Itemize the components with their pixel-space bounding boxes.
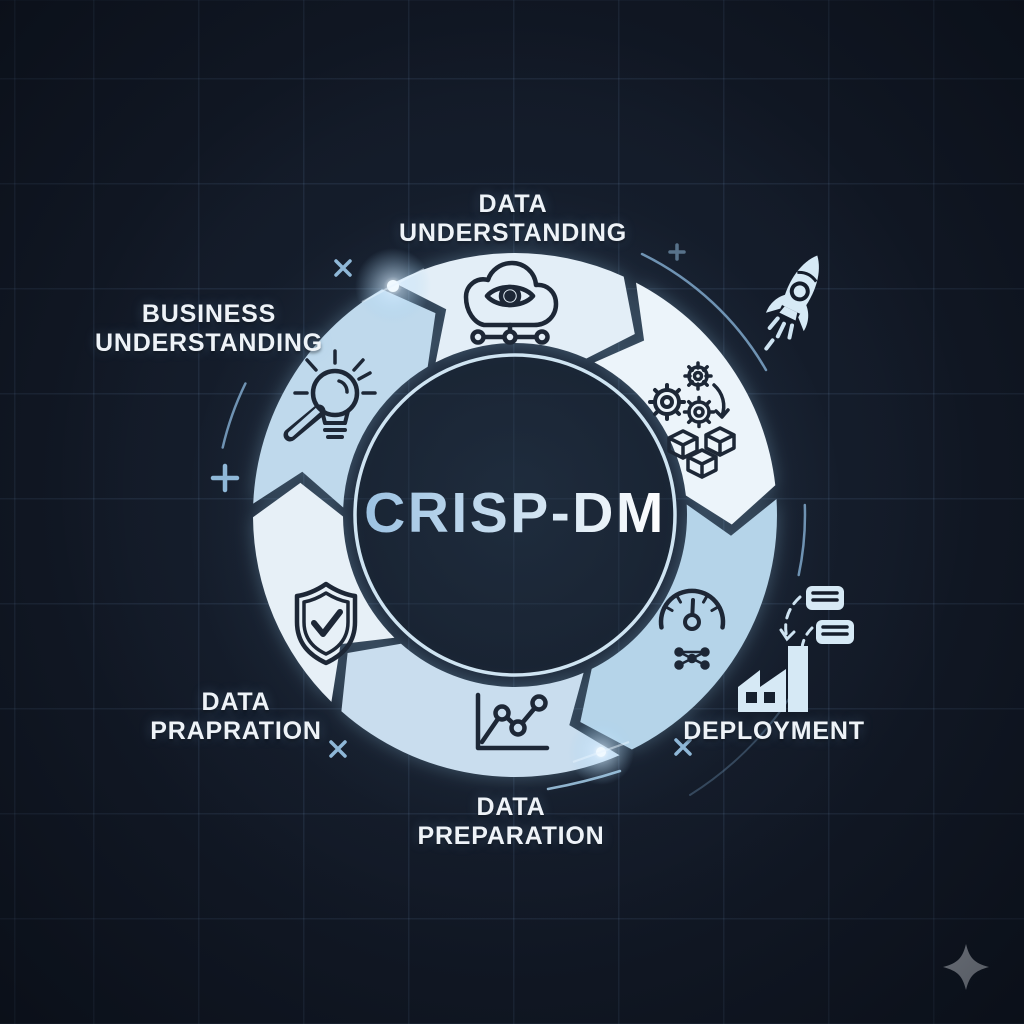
label-line: PREPARATION	[417, 822, 605, 850]
label-data-preparation: DATA PREPARATION	[417, 793, 604, 851]
label-line: UNDERSTANDING	[399, 219, 627, 247]
diagram-title: CRISP-DM	[364, 481, 666, 545]
label-line: BUSINESS	[141, 300, 277, 328]
label-data-prapration: DATA PRAPRATION	[150, 688, 321, 746]
label-line: DEPLOYMENT	[683, 717, 865, 745]
label-data-understanding: DATA UNDERSTANDING	[399, 190, 627, 248]
label-deployment: DEPLOYMENT	[683, 717, 865, 746]
label-line: DATA	[478, 190, 548, 218]
label-line: DATA	[476, 793, 546, 821]
label-business-understanding: BUSINESS UNDERSTANDING	[95, 300, 323, 358]
label-line: DATA	[201, 688, 271, 716]
label-line: UNDERSTANDING	[95, 329, 323, 357]
four-point-star-icon	[943, 944, 989, 990]
label-line: PRAPRATION	[150, 717, 322, 745]
